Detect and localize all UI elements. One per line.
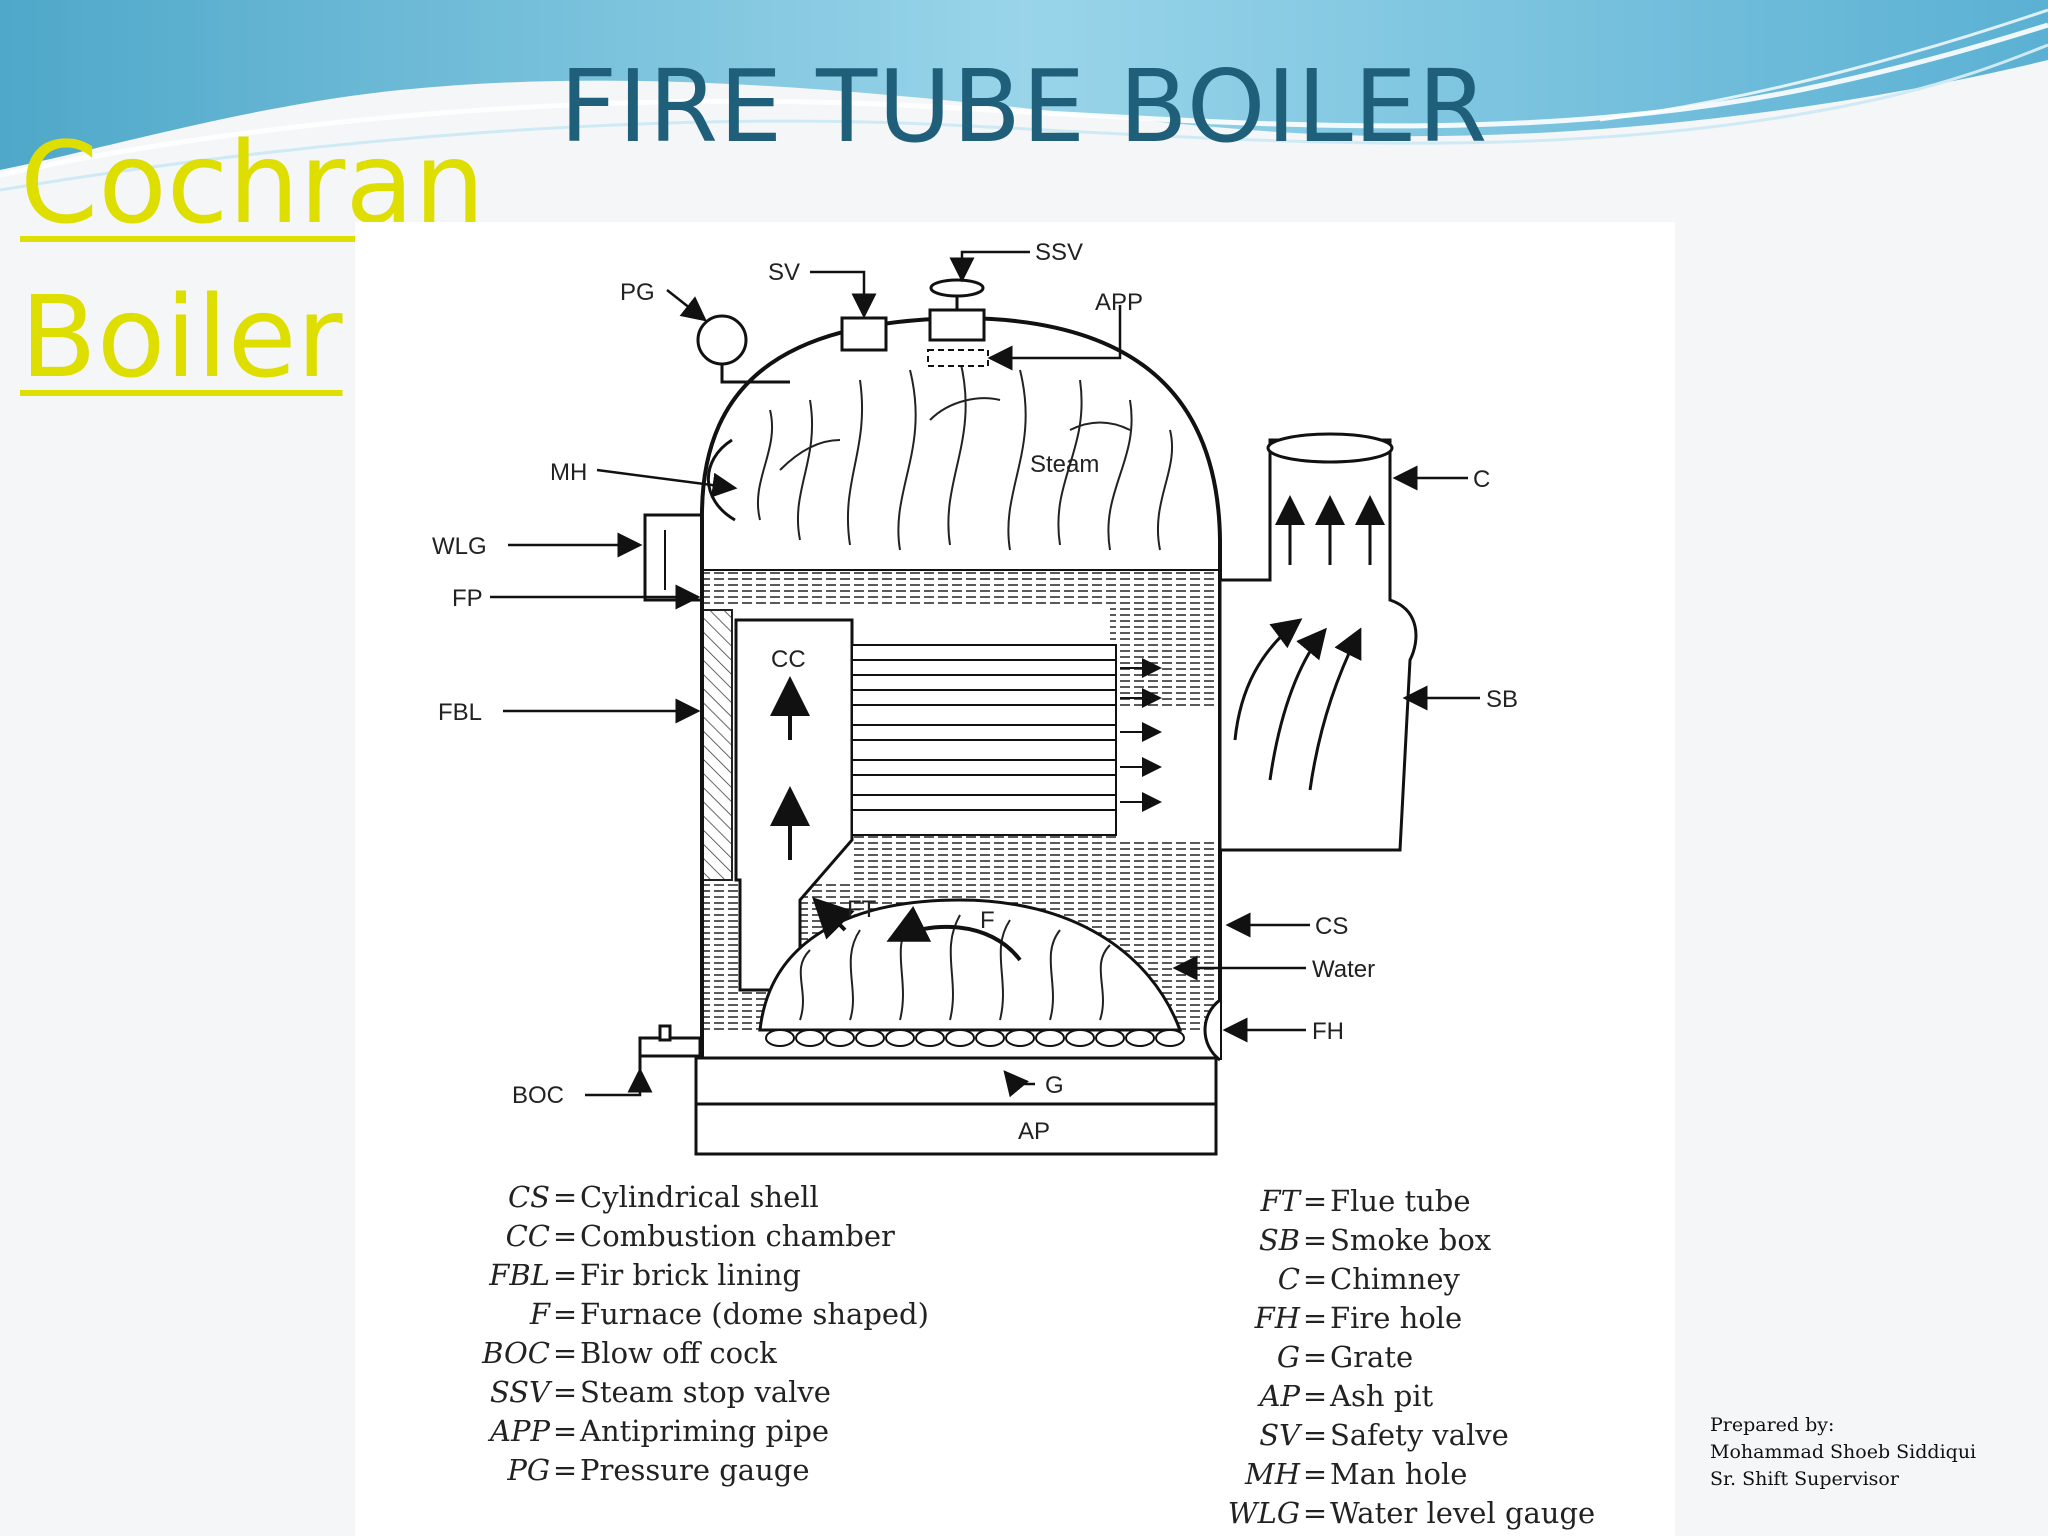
label-water: Water [1312, 956, 1375, 983]
slide-title: FIRE TUBE BOILER [559, 48, 1489, 165]
label-fp: FP [452, 585, 483, 612]
label-c: C [1473, 466, 1490, 493]
furnace-dome [758, 898, 1183, 1032]
label-sv: SV [768, 259, 800, 286]
legend-item: BOC=Blow off cock [482, 1336, 777, 1370]
leader-lines [490, 250, 1480, 1098]
man-hole [706, 438, 736, 522]
credit-line: Sr. Shift Supervisor [1710, 1468, 1899, 1490]
chimney-flow-arrows [1233, 495, 1385, 791]
label-app: APP [1095, 289, 1143, 316]
flue-tubes [851, 644, 1162, 836]
legend-item: F=Furnace (dome shaped) [529, 1297, 929, 1331]
gauge-pipe [720, 364, 790, 384]
legend-item: FBL=Fir brick lining [489, 1258, 801, 1292]
slide-subtitle-line1: Cochran [20, 119, 485, 249]
legend-item: WLG=Water level gauge [1227, 1496, 1596, 1530]
label-g: G [1045, 1072, 1064, 1099]
steam-stop-valve [928, 308, 986, 342]
credit-block: Prepared by: Mohammad Shoeb Siddiqui Sr.… [1710, 1412, 1976, 1493]
blow-off-cock [638, 1024, 702, 1070]
antipriming-pipe [927, 349, 989, 367]
label-cc: CC [771, 646, 806, 673]
label-fh: FH [1312, 1018, 1344, 1045]
steam-swirls [756, 359, 1174, 551]
ash-pit [694, 1102, 1218, 1156]
safety-valve [840, 316, 888, 352]
combustion-flow-arrows [770, 676, 1022, 962]
label-mh: MH [550, 459, 587, 486]
legend-item: PG=Pressure gauge [507, 1453, 810, 1487]
legend-item: FH=Fire hole [1254, 1301, 1463, 1335]
legend-item: MH=Man hole [1245, 1457, 1468, 1491]
legend-item: SSV=Steam stop valve [489, 1375, 831, 1409]
grate-base [694, 1056, 1218, 1106]
legend-item: CC=Combustion chamber [505, 1219, 895, 1253]
fire-brick-lining [701, 609, 733, 881]
legend-item: SV=Safety valve [1259, 1418, 1509, 1452]
label-sb: SB [1486, 686, 1518, 713]
label-steam: Steam [1030, 451, 1099, 478]
pressure-gauge [696, 314, 748, 366]
smoke-box [1218, 438, 1418, 852]
label-ap: AP [1018, 1118, 1050, 1145]
slide-subtitle-line2: Boiler [20, 273, 343, 403]
cochran-boiler-diagram: SSV SV PG APP MH WLG FP FBL Steam C SB C… [432, 239, 1518, 1156]
label-ssv: SSV [1035, 239, 1083, 266]
grate-coals [765, 1029, 1185, 1047]
label-f: F [980, 907, 995, 934]
legend-item: FT=Flue tube [1260, 1184, 1471, 1218]
water-region [1110, 606, 1218, 706]
legend-item: AP=Ash pit [1259, 1379, 1434, 1413]
label-cs: CS [1315, 913, 1348, 940]
legend-item: G=Grate [1276, 1340, 1414, 1374]
legend-item: APP=Antipriming pipe [490, 1414, 830, 1448]
fire-hole [1203, 998, 1221, 1062]
credit-line: Mohammad Shoeb Siddiqui [1710, 1441, 1977, 1463]
label-pg: PG [620, 279, 655, 306]
valve-handwheel [929, 278, 985, 298]
legend-item: C=Chimney [1277, 1262, 1460, 1296]
label-boc: BOC [512, 1082, 564, 1109]
legend-item: SB=Smoke box [1258, 1223, 1492, 1257]
legend-item: CS=Cylindrical shell [507, 1180, 819, 1214]
credit-line: Prepared by: [1710, 1414, 1835, 1436]
label-fbl: FBL [438, 699, 482, 726]
label-wlg: WLG [432, 533, 487, 560]
water-region [702, 570, 1218, 606]
chimney-top [1266, 432, 1394, 464]
label-ft: FT [847, 896, 877, 923]
water-level-gauge [643, 513, 702, 602]
